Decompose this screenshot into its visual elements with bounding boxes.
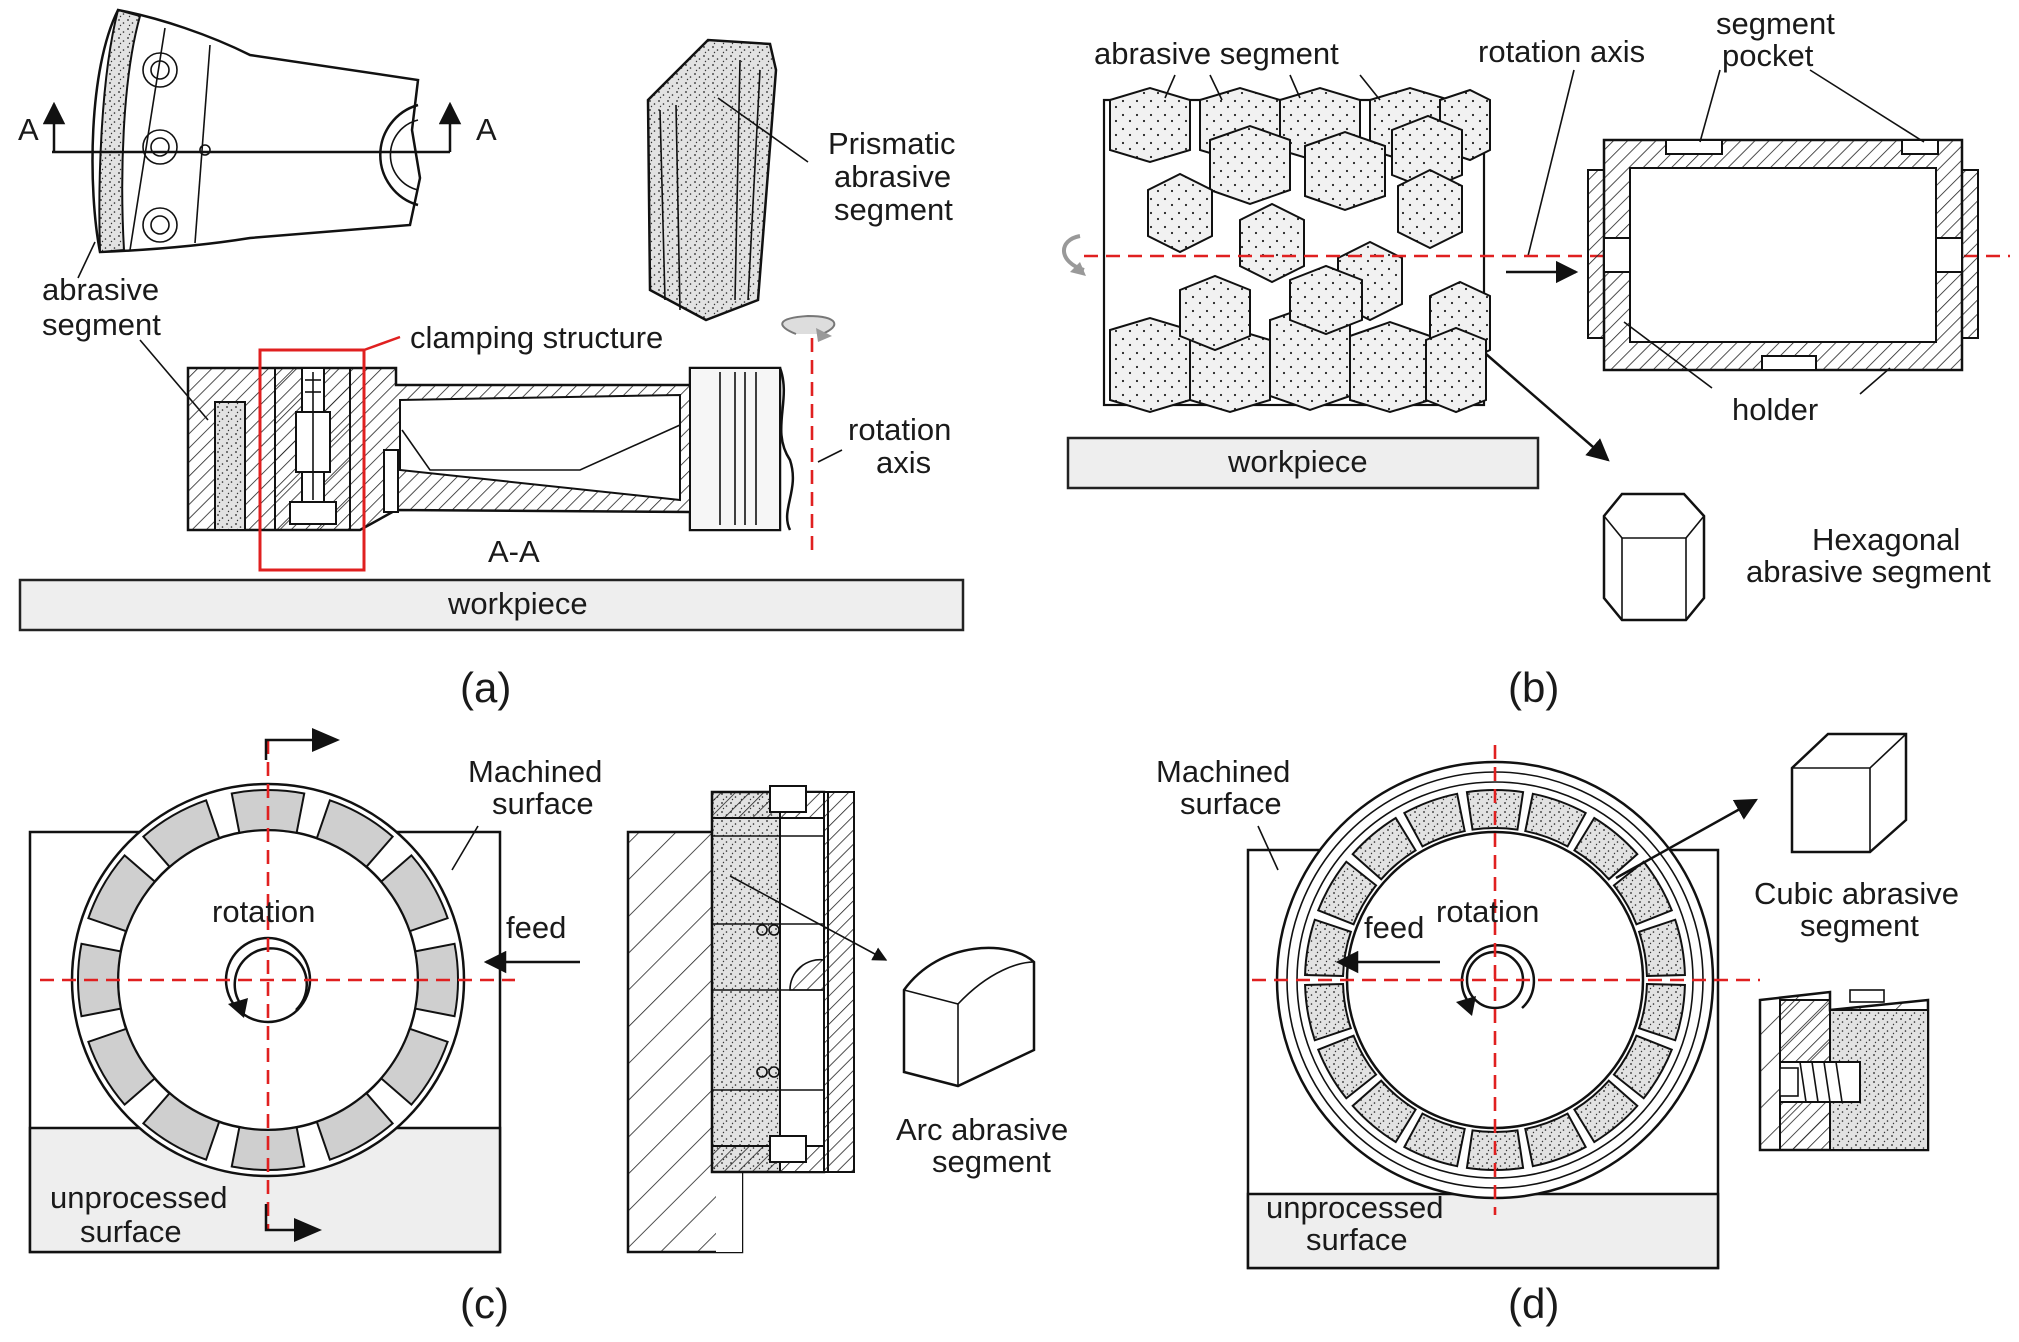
wheel-sector-drawing bbox=[91, 8, 422, 254]
prismatic-label: Prismatic abrasive segment bbox=[828, 126, 964, 227]
unprocessed-region-d bbox=[1246, 1192, 1720, 1270]
panel-d: rotation feed Machined surface unprocess… bbox=[1156, 732, 1968, 1327]
arc-segment-9 bbox=[87, 1027, 157, 1107]
arc-segment-arrow bbox=[729, 875, 888, 961]
hexagonal-segment-drum bbox=[1102, 86, 1491, 414]
hexagonal-label: Hexagonal abrasive segment bbox=[1746, 522, 1991, 589]
cubic-segment-label: Cubic abrasive segment bbox=[1754, 876, 1968, 943]
section-arrow-top-c bbox=[312, 728, 340, 752]
unprocessed-surface-label-c: unprocessed surface bbox=[50, 1180, 236, 1249]
rotation-axis-label-b: rotation axis bbox=[1478, 34, 1645, 69]
cubic-segment-7 bbox=[1612, 1034, 1674, 1100]
panel-c: rotation feed Machined surface unprocess… bbox=[28, 728, 1077, 1327]
workpiece-label-a: workpiece bbox=[447, 586, 588, 621]
arc-segment-label: Arc abrasive segment bbox=[896, 1112, 1077, 1179]
hexagon-arrow bbox=[1485, 353, 1610, 462]
workpiece-a bbox=[18, 578, 965, 632]
top-segment-row bbox=[1109, 86, 1491, 212]
holder-label: holder bbox=[1732, 392, 1818, 427]
cubic-segment-ring bbox=[1304, 789, 1686, 1171]
holder-section-drawing bbox=[1587, 138, 1979, 372]
rotation-label-c: rotation bbox=[212, 894, 315, 929]
arc-segment-11 bbox=[87, 853, 157, 933]
cubic-segment-5 bbox=[1637, 918, 1686, 978]
cubic-segment-18 bbox=[1402, 792, 1466, 848]
arc-segment-2 bbox=[315, 799, 395, 869]
feed-label-d: feed bbox=[1364, 910, 1424, 945]
section-arrow-bottom-c bbox=[294, 1218, 322, 1242]
abrasive-segment-label-b: abrasive segment bbox=[1094, 36, 1339, 71]
prismatic-segment-drawing bbox=[646, 38, 778, 322]
rotation-label-d: rotation bbox=[1436, 894, 1539, 929]
section-label-a-a: A-A bbox=[488, 534, 540, 569]
panel-a: A A Prismatic abrasive segment abrasive … bbox=[18, 8, 965, 711]
cubic-segment-16 bbox=[1316, 860, 1378, 926]
arc-segment-12 bbox=[141, 799, 221, 869]
caption-b: (b) bbox=[1508, 664, 1559, 711]
workpiece-b bbox=[1066, 436, 1540, 490]
feed-label-c: feed bbox=[506, 910, 566, 945]
hexagonal-segment-drawing bbox=[1602, 492, 1706, 622]
arc-segment-ring bbox=[77, 789, 459, 1171]
cubic-segment-2 bbox=[1524, 792, 1588, 848]
workpiece-label-b: workpiece bbox=[1227, 444, 1368, 479]
cubic-segment-17 bbox=[1351, 816, 1417, 881]
clamp-detail-section-d bbox=[1758, 989, 1930, 1152]
clamping-structure-label: clamping structure bbox=[410, 320, 663, 355]
machined-surface-label-d: Machined surface bbox=[1156, 754, 1299, 821]
arc-segment-5 bbox=[379, 1027, 449, 1107]
machined-surface-label-c: Machined surface bbox=[468, 754, 611, 821]
clamp-highlight-box bbox=[258, 348, 366, 572]
caption-a: (a) bbox=[460, 664, 511, 711]
side-section-c bbox=[626, 785, 855, 1254]
caption-c: (c) bbox=[460, 1280, 509, 1327]
arc-segment-10 bbox=[77, 942, 122, 1018]
bottom-segment-row bbox=[1109, 264, 1491, 414]
cubic-segment-3 bbox=[1573, 816, 1639, 881]
cubic-segment-arrow bbox=[1615, 798, 1758, 880]
cubic-segment-13 bbox=[1316, 1034, 1378, 1100]
cubic-segment-drawing bbox=[1790, 732, 1908, 854]
arc-segment-drawing bbox=[902, 946, 1036, 1088]
section-mark-left: A bbox=[18, 112, 39, 147]
abrasive-segment-label-a: abrasive segment bbox=[42, 272, 168, 342]
cubic-segment-1 bbox=[1465, 789, 1525, 831]
cubic-segment-14 bbox=[1304, 982, 1353, 1042]
unprocessed-surface-label-d: unprocessed surface bbox=[1266, 1190, 1452, 1257]
prismatic-leader bbox=[717, 97, 809, 163]
rotation-axis-label-a: rotation axis bbox=[848, 412, 960, 480]
cubic-segment-9 bbox=[1524, 1112, 1588, 1168]
cubic-segment-11 bbox=[1402, 1112, 1466, 1168]
arc-segment-6 bbox=[315, 1091, 395, 1161]
arc-segment-3 bbox=[379, 853, 449, 933]
middle-segments bbox=[1147, 168, 1463, 322]
arc-segment-8 bbox=[141, 1091, 221, 1161]
panel-b: abrasive segment rotation axis segment p… bbox=[1062, 6, 2010, 711]
cubic-segment-4 bbox=[1612, 860, 1674, 926]
rotation-arrow-a bbox=[781, 314, 836, 335]
cubic-segment-8 bbox=[1573, 1079, 1639, 1144]
cubic-segment-6 bbox=[1637, 982, 1686, 1042]
section-mark-right: A bbox=[476, 112, 497, 147]
caption-d: (d) bbox=[1508, 1280, 1559, 1327]
segment-pocket-label: segment pocket bbox=[1716, 6, 1844, 73]
cubic-segment-12 bbox=[1351, 1079, 1417, 1144]
cross-section-drawing bbox=[186, 366, 795, 532]
